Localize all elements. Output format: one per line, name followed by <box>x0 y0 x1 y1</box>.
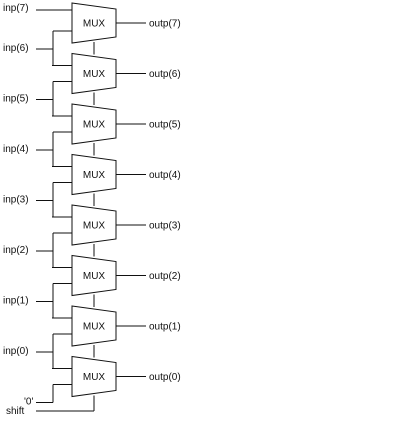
label-layer: MUX outp(7) MUX outp(6) MUX outp(5) MUX outp(4)… <box>3 3 181 417</box>
input-label: inp(5) <box>3 94 29 105</box>
input-label: inp(3) <box>3 195 29 206</box>
output-label: outp(2) <box>149 271 181 282</box>
mux-layer <box>71 2 117 398</box>
mux-label: MUX <box>83 19 106 30</box>
output-label: outp(0) <box>149 372 181 383</box>
mux-label: MUX <box>83 120 106 131</box>
output-label: outp(1) <box>149 322 181 333</box>
input-label: inp(4) <box>3 144 29 155</box>
input-label: inp(6) <box>3 43 29 54</box>
wires-layer <box>36 9 146 412</box>
mux-block <box>71 2 117 44</box>
mux-block <box>71 153 117 196</box>
output-label: outp(6) <box>149 69 181 80</box>
mux-block <box>71 52 117 95</box>
input-label: inp(0) <box>3 346 29 357</box>
shift-label: shift <box>6 406 25 417</box>
input-label: inp(2) <box>3 245 29 256</box>
output-label: outp(3) <box>149 221 181 232</box>
mux-label: MUX <box>83 170 106 181</box>
mux-label: MUX <box>83 221 106 232</box>
input-label: inp(7) <box>3 3 29 14</box>
mux-label: MUX <box>83 69 106 80</box>
output-label: outp(5) <box>149 120 181 131</box>
mux-label: MUX <box>83 271 106 282</box>
mux-label: MUX <box>83 322 106 333</box>
input-label: inp(1) <box>3 296 29 307</box>
mux-block <box>71 204 117 246</box>
output-label: outp(4) <box>149 170 181 181</box>
mux-block <box>71 254 117 297</box>
mux-label: MUX <box>83 372 106 383</box>
output-label: outp(7) <box>149 19 181 30</box>
mux-block <box>71 355 117 398</box>
mux-block <box>71 305 117 347</box>
mux-block <box>71 103 117 145</box>
input-label: '0' <box>24 397 33 408</box>
